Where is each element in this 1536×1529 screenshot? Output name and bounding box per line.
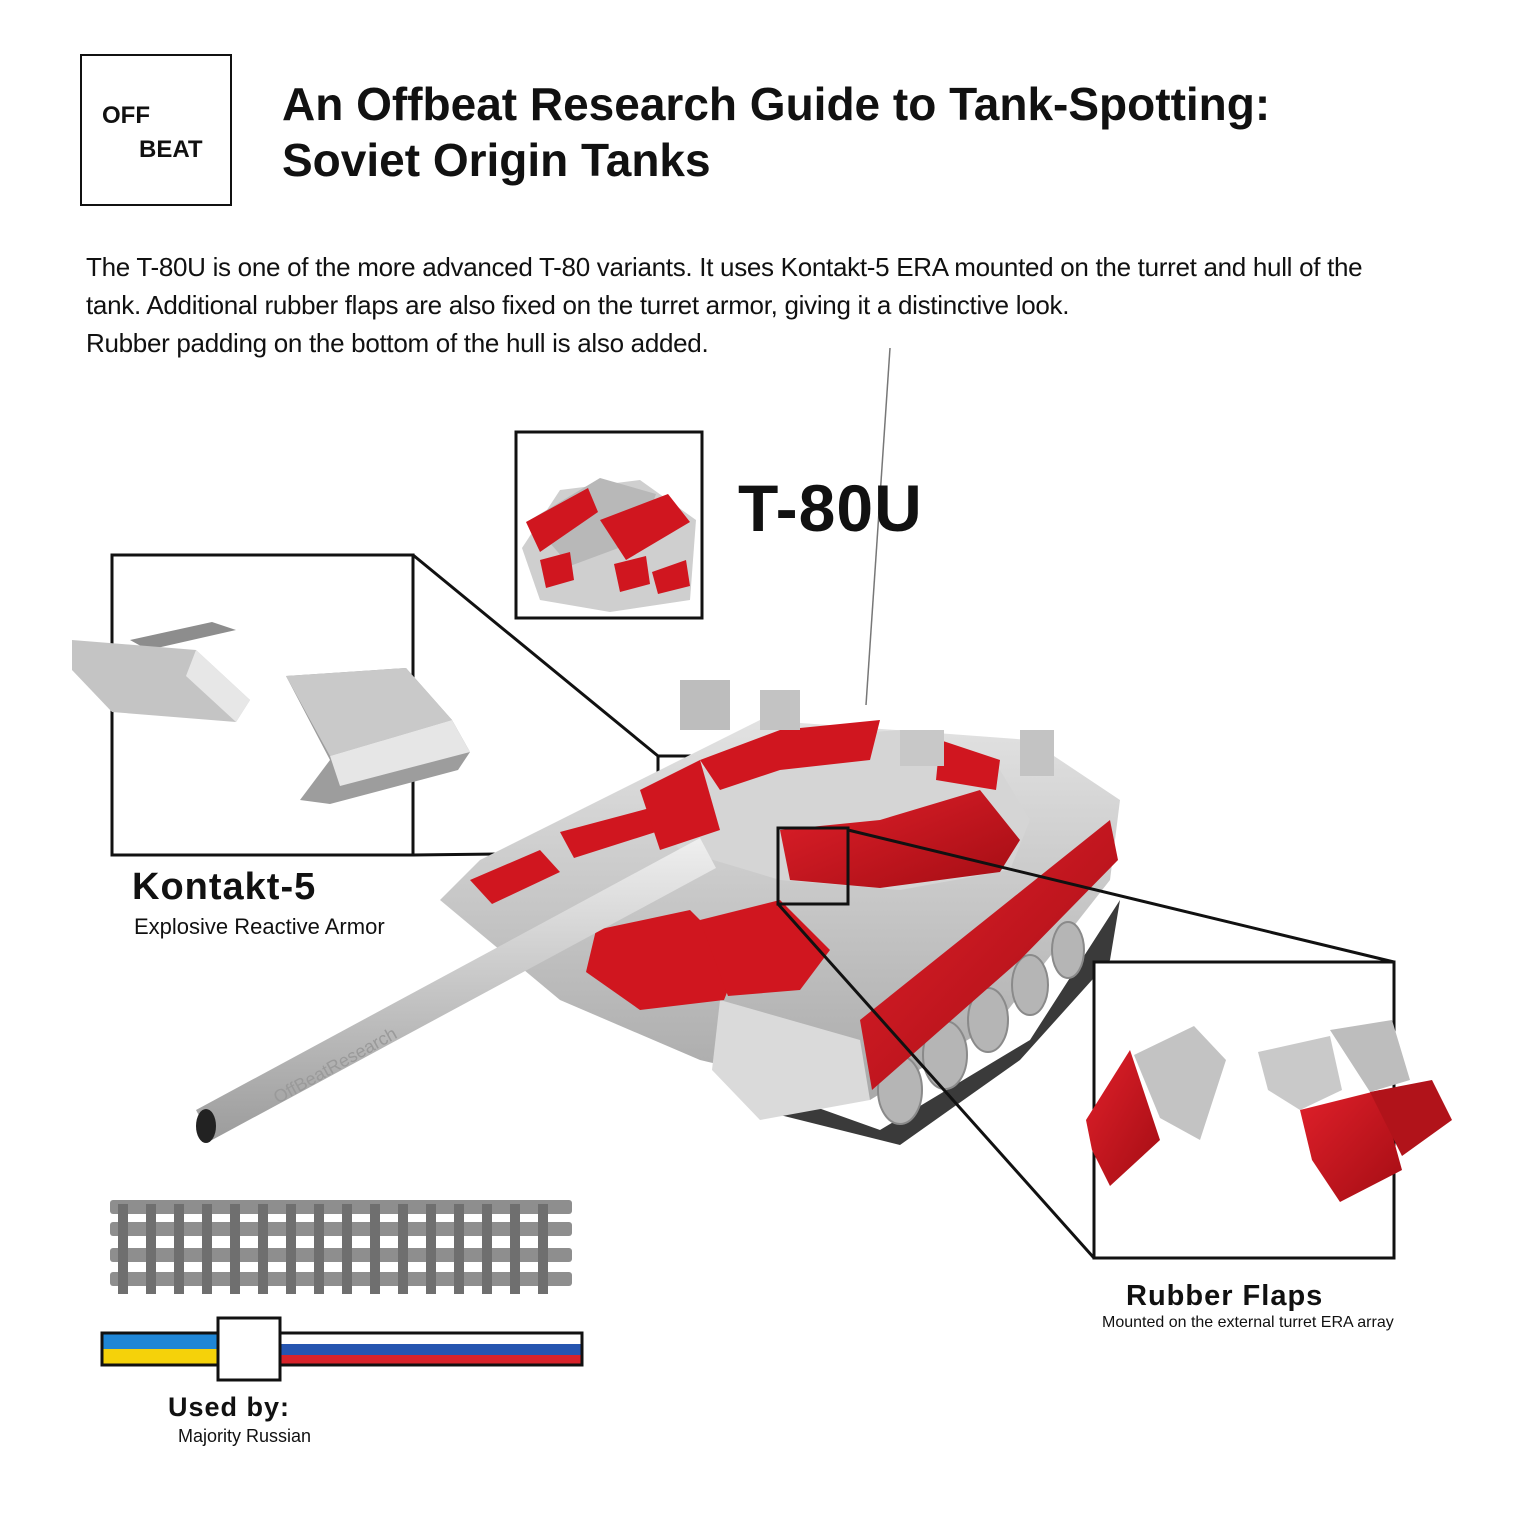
kontakt-title: Kontakt-5 xyxy=(132,866,317,908)
track-links-illustration xyxy=(110,1200,572,1294)
used-by-subtitle: Majority Russian xyxy=(178,1426,312,1446)
antenna xyxy=(865,347,891,706)
offbeat-logo: OFF BEAT xyxy=(80,54,232,206)
flaps-title: Rubber Flaps xyxy=(1126,1280,1324,1312)
intro-line-1: The T-80U is one of the more advanced T-… xyxy=(86,252,1363,282)
logo-line-1: OFF xyxy=(102,102,150,129)
intro-line-3: Rubber padding on the bottom of the hull… xyxy=(86,328,709,358)
logo-line-2: BEAT xyxy=(139,136,203,163)
ukraine-flag-yellow xyxy=(102,1349,220,1365)
flaps-subtitle: Mounted on the external turret ERA array xyxy=(1102,1314,1394,1331)
ukraine-flag-blue xyxy=(102,1333,220,1349)
tank-thumbnail xyxy=(514,430,704,620)
russia-flag-red xyxy=(280,1355,582,1366)
page-title-line-2: Soviet Origin Tanks xyxy=(282,134,711,186)
intro-line-2: tank. Additional rubber flaps are also f… xyxy=(86,290,1070,320)
rubber-flaps-illustration xyxy=(1086,1020,1452,1202)
usage-marker xyxy=(216,1316,282,1382)
page-title: An Offbeat Research Guide to Tank-Spotti… xyxy=(282,76,1482,188)
era-block-illustration xyxy=(72,622,470,804)
page-title-line-1: An Offbeat Research Guide to Tank-Spotti… xyxy=(282,78,1271,130)
usage-flag-bar xyxy=(100,1316,584,1382)
intro-paragraph: The T-80U is one of the more advanced T-… xyxy=(86,248,1446,362)
used-by-title: Used by: xyxy=(168,1392,291,1422)
kontakt-subtitle: Explosive Reactive Armor xyxy=(134,914,385,939)
tank-name: T-80U xyxy=(738,471,923,545)
russia-flag-blue xyxy=(280,1344,582,1355)
